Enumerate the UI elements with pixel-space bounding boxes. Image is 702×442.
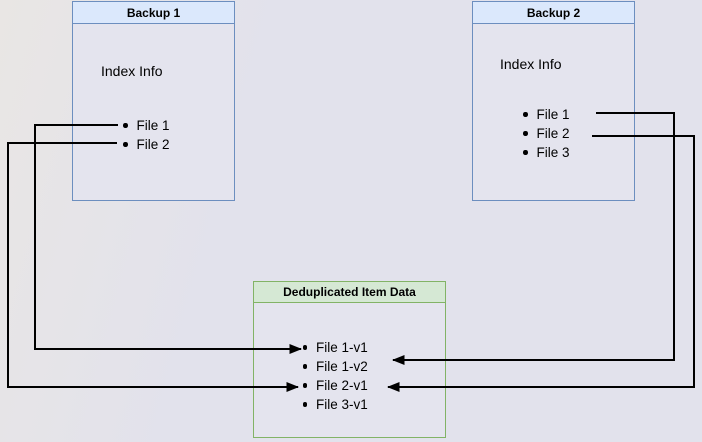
dedup-title: Deduplicated Item Data xyxy=(254,282,445,303)
bullet-icon xyxy=(123,142,128,147)
file-label: File 3-v1 xyxy=(316,397,368,412)
backup1-file-list: File 1 File 2 xyxy=(123,116,170,154)
list-item: File 2-v1 xyxy=(302,376,368,395)
backup1-index-info-label: Index Info xyxy=(101,63,163,79)
backup2-title: Backup 2 xyxy=(473,2,634,24)
file-label: File 2 xyxy=(136,137,170,152)
list-item: File 2 xyxy=(523,124,570,143)
bullet-icon xyxy=(123,123,128,128)
file-label: File 2 xyxy=(536,126,570,141)
list-item: File 3-v1 xyxy=(302,395,368,414)
bullet-icon xyxy=(302,345,307,350)
bullet-icon xyxy=(302,402,307,407)
bullet-icon xyxy=(523,131,528,136)
list-item: File 1-v2 xyxy=(302,357,368,376)
list-item: File 2 xyxy=(123,135,170,154)
backup2-file-list: File 1 File 2 File 3 xyxy=(523,105,570,162)
backup2-box: Backup 2 Index Info File 1 File 2 File 3 xyxy=(472,1,635,201)
file-label: File 2-v1 xyxy=(316,378,368,393)
file-label: File 1 xyxy=(136,118,170,133)
file-label: File 1 xyxy=(536,107,570,122)
bullet-icon xyxy=(523,150,528,155)
backup1-box: Backup 1 Index Info File 1 File 2 xyxy=(72,1,235,201)
dedup-box: Deduplicated Item Data File 1-v1 File 1-… xyxy=(253,281,446,438)
list-item: File 1 xyxy=(123,116,170,135)
bullet-icon xyxy=(302,364,307,369)
list-item: File 1-v1 xyxy=(302,338,368,357)
dedup-file-list: File 1-v1 File 1-v2 File 2-v1 File 3-v1 xyxy=(302,338,368,414)
file-label: File 3 xyxy=(536,145,570,160)
list-item: File 1 xyxy=(523,105,570,124)
backup1-title: Backup 1 xyxy=(73,2,234,24)
file-label: File 1-v1 xyxy=(316,340,368,355)
backup2-index-info-label: Index Info xyxy=(500,56,562,72)
bullet-icon xyxy=(523,112,528,117)
bullet-icon xyxy=(302,383,307,388)
file-label: File 1-v2 xyxy=(316,359,368,374)
list-item: File 3 xyxy=(523,143,570,162)
